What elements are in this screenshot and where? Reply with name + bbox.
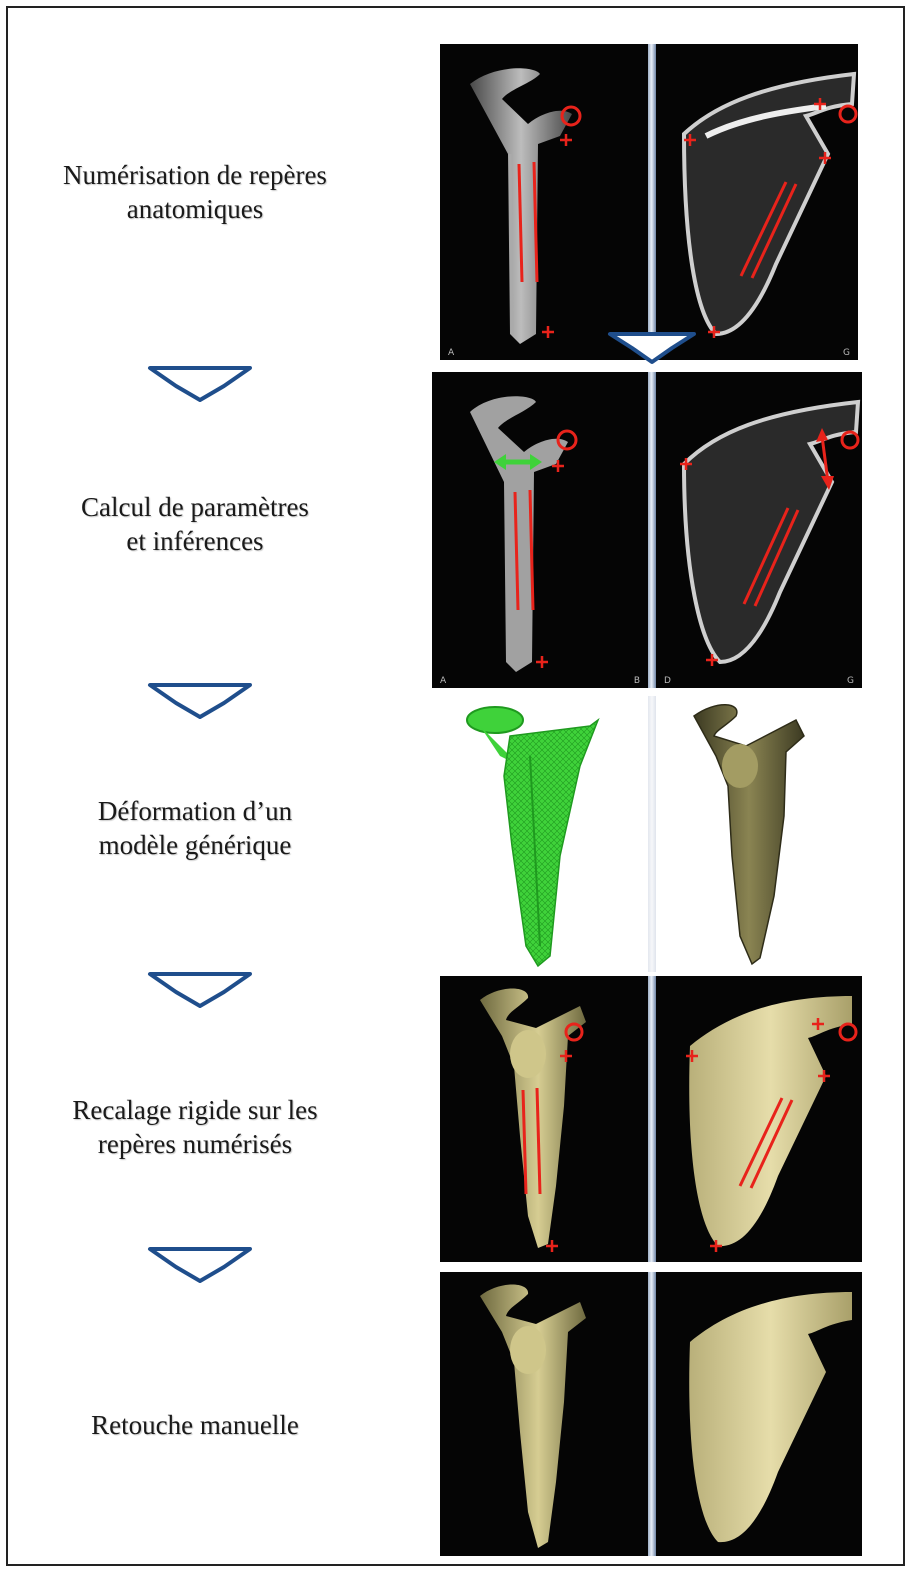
panel-divider: [648, 372, 656, 688]
step-5-line1: Retouche manuelle: [20, 1408, 370, 1442]
down-arrow-icon: [146, 364, 254, 404]
panel-divider: [648, 696, 656, 972]
xray-frontal-view-1: G: [656, 44, 858, 360]
xray-lateral-view-1: A: [440, 44, 648, 360]
panel-divider: [648, 1272, 656, 1556]
step-2-label: Calcul de paramètres et inférences: [20, 490, 370, 558]
down-arrow-icon: [146, 970, 254, 1010]
final-lateral-view: [440, 1272, 648, 1556]
generic-mesh-model: [440, 696, 648, 972]
registration-lateral-view: [440, 976, 648, 1262]
step-5-label: Retouche manuelle: [20, 1408, 370, 1442]
corner-label: G: [847, 676, 854, 686]
generic-surface-model: [656, 696, 856, 972]
step-3-label: Déformation d’un modèle générique: [20, 794, 370, 862]
registration-frontal-view: [656, 976, 862, 1262]
down-arrow-icon: [146, 1245, 254, 1285]
down-arrow-icon: [606, 330, 698, 366]
step-2-line1: Calcul de paramètres: [20, 490, 370, 524]
step-2-line2: et inférences: [20, 524, 370, 558]
xray-lateral-view-2: A B: [432, 372, 648, 688]
xray-frontal-view-2: D G: [656, 372, 862, 688]
corner-label: A: [448, 348, 454, 358]
step-4-line2: repères numérisés: [20, 1127, 370, 1161]
step-1-line1: Numérisation de repères: [20, 158, 370, 192]
step-4-label: Recalage rigide sur les repères numérisé…: [20, 1093, 370, 1161]
corner-label: G: [843, 348, 850, 358]
panel-divider: [648, 976, 656, 1262]
corner-label: B: [634, 676, 640, 686]
panel-divider: [648, 44, 656, 360]
step-1-label: Numérisation de repères anatomiques: [20, 158, 370, 226]
step-1-line2: anatomiques: [20, 192, 370, 226]
step-3-line2: modèle générique: [20, 828, 370, 862]
corner-label: D: [664, 676, 671, 686]
step-3-line1: Déformation d’un: [20, 794, 370, 828]
corner-label: A: [440, 676, 446, 686]
step-4-line1: Recalage rigide sur les: [20, 1093, 370, 1127]
down-arrow-icon: [146, 681, 254, 721]
final-frontal-view: [656, 1272, 862, 1556]
